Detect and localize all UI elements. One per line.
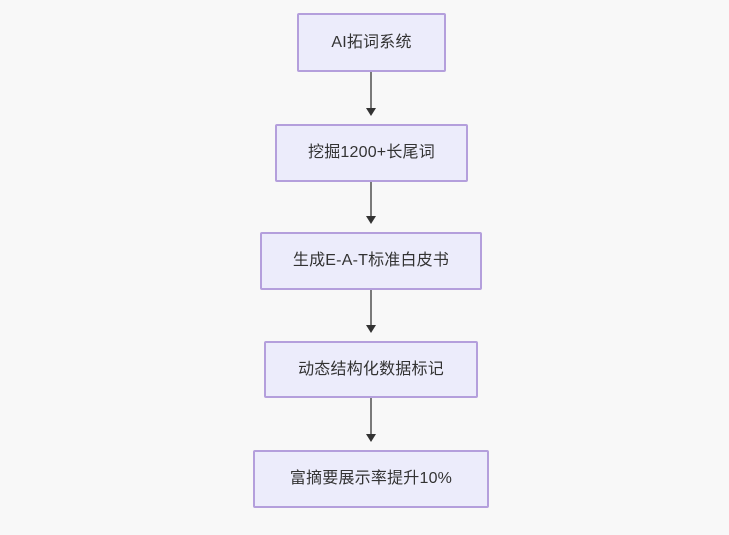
- arrowhead-icon-2: [366, 216, 376, 224]
- arrowhead-icon-1: [366, 108, 376, 116]
- flow-node-label: 生成E-A-T标准白皮书: [292, 252, 450, 270]
- flow-node-dynamic-structured-data[interactable]: 动态结构化数据标记: [264, 341, 478, 398]
- flow-node-mine-longtail-keywords[interactable]: 挖掘1200+长尾词: [275, 124, 468, 182]
- connector-line-1: [370, 72, 372, 109]
- flow-node-label: 挖掘1200+长尾词: [308, 144, 435, 162]
- flow-node-label: 动态结构化数据标记: [298, 360, 444, 378]
- flow-node-rich-snippet-uplift[interactable]: 富摘要展示率提升10%: [253, 450, 489, 508]
- connector-line-3: [370, 290, 372, 326]
- connector-line-4: [370, 398, 372, 435]
- arrowhead-icon-3: [366, 325, 376, 333]
- flow-node-label: AI拓词系统: [331, 33, 412, 51]
- flow-node-generate-eat-whitepaper[interactable]: 生成E-A-T标准白皮书: [260, 232, 482, 290]
- arrowhead-icon-4: [366, 434, 376, 442]
- flow-node-ai-keyword-system[interactable]: AI拓词系统: [297, 13, 446, 72]
- connector-line-2: [370, 182, 372, 217]
- flow-node-label: 富摘要展示率提升10%: [289, 470, 453, 488]
